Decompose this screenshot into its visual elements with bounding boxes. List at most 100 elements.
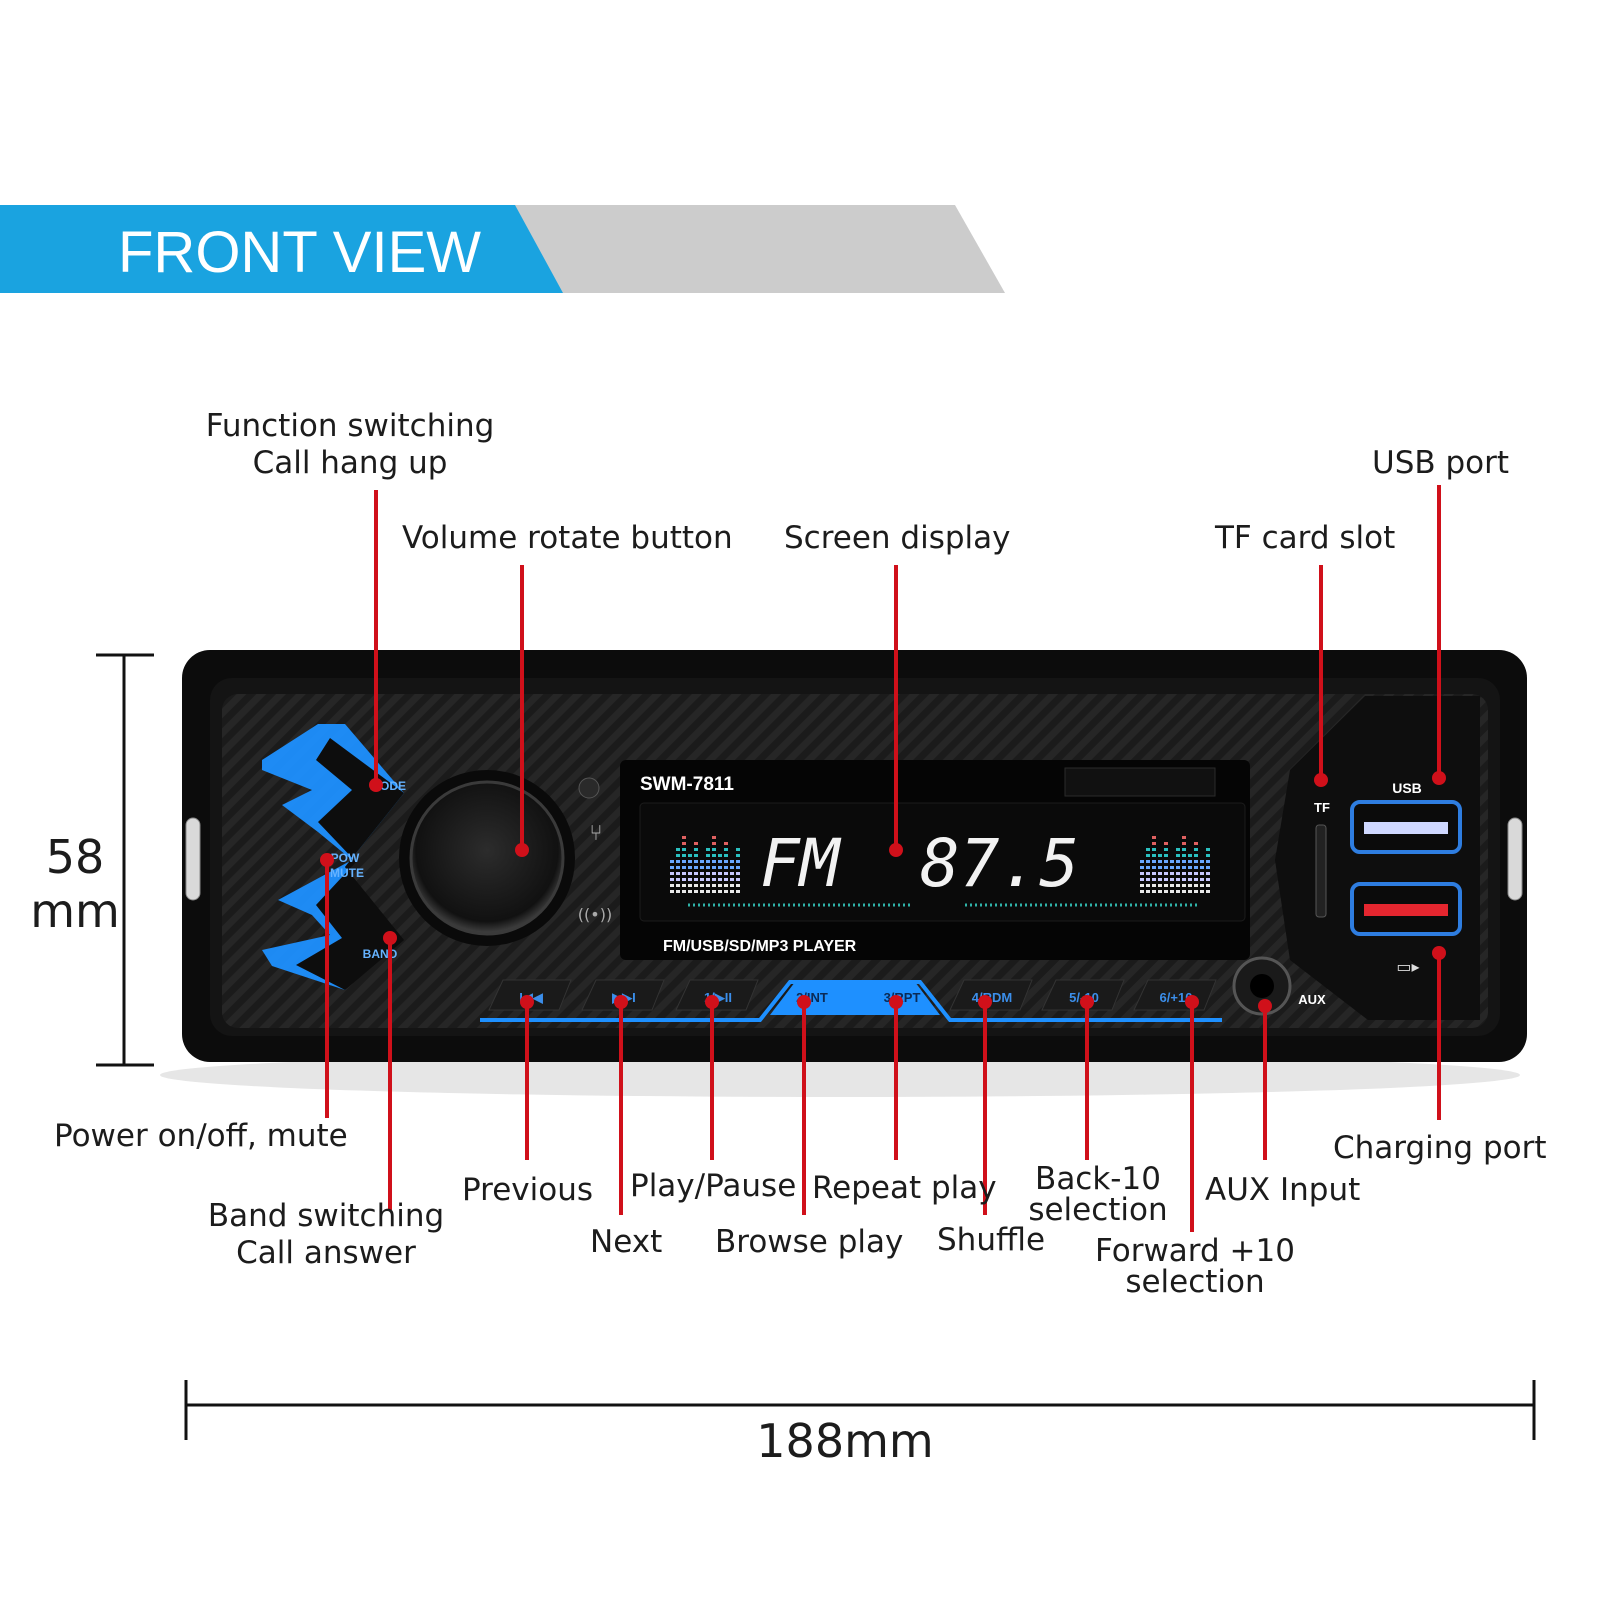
- eq-segment: [736, 878, 740, 881]
- eq-segment: [724, 872, 728, 875]
- eq-segment: [670, 878, 674, 881]
- eq-segment: [676, 878, 680, 881]
- eq-segment: [1158, 890, 1162, 893]
- callout-dot-previous: [520, 995, 534, 1009]
- eq-segment: [1176, 860, 1180, 863]
- eq-segment: [724, 854, 728, 857]
- eq-segment: [1164, 842, 1168, 845]
- eq-segment: [736, 890, 740, 893]
- eq-segment: [1194, 848, 1198, 851]
- pow-label[interactable]: POW: [331, 851, 360, 865]
- eq-segment: [682, 878, 686, 881]
- eq-segment: [1194, 860, 1198, 863]
- eq-segment: [676, 884, 680, 887]
- banner-title: FRONT VIEW: [118, 220, 481, 285]
- player-subtitle: FM/USB/SD/MP3 PLAYER: [663, 938, 857, 955]
- eq-segment: [706, 860, 710, 863]
- eq-segment: [676, 866, 680, 869]
- eq-segment: [700, 860, 704, 863]
- eq-segment: [682, 848, 686, 851]
- rdm-button-shape[interactable]: [949, 979, 1033, 1011]
- eq-segment: [1164, 860, 1168, 863]
- eq-segment: [694, 866, 698, 869]
- eq-segment: [1182, 854, 1186, 857]
- eq-segment: [712, 842, 716, 845]
- prev-button-shape[interactable]: [488, 979, 572, 1011]
- eq-segment: [706, 884, 710, 887]
- eq-segment: [730, 866, 734, 869]
- charging-port-tongue: [1364, 904, 1448, 916]
- eq-segment: [688, 878, 692, 881]
- eq-segment: [1164, 848, 1168, 851]
- label-band-line1: Band switching: [207, 1198, 445, 1234]
- eq-segment: [718, 878, 722, 881]
- eq-segment: [1194, 872, 1198, 875]
- label-repeat: Repeat play: [812, 1170, 997, 1206]
- eq-segment: [670, 860, 674, 863]
- eq-segment: [682, 860, 686, 863]
- eq-segment: [1140, 890, 1144, 893]
- eq-segment: [1152, 848, 1156, 851]
- eq-segment: [1164, 854, 1168, 857]
- banner-blue-bar: [0, 205, 563, 293]
- eq-segment: [1152, 842, 1156, 845]
- eq-segment: [712, 884, 716, 887]
- eq-segment: [1188, 866, 1192, 869]
- eq-segment: [1152, 890, 1156, 893]
- play-pause-button-shape[interactable]: [675, 979, 759, 1011]
- eq-segment: [1152, 884, 1156, 887]
- eq-segment: [730, 860, 734, 863]
- label-forward10: Forward +10 selection: [1085, 1236, 1305, 1298]
- tf-slot[interactable]: [1315, 824, 1327, 918]
- eq-segment: [694, 890, 698, 893]
- eq-segment: [718, 866, 722, 869]
- callout-dot-volume: [515, 843, 529, 857]
- eq-segment: [688, 890, 692, 893]
- mute-label[interactable]: MUTE: [330, 866, 364, 880]
- eq-segment: [676, 872, 680, 875]
- eq-segment: [700, 866, 704, 869]
- next-button-shape[interactable]: [581, 979, 665, 1011]
- volume-knob[interactable]: [409, 780, 565, 936]
- eq-segment: [694, 842, 698, 845]
- eq-segment: [688, 872, 692, 875]
- eq-segment: [1140, 872, 1144, 875]
- eq-segment: [1170, 866, 1174, 869]
- callout-dot-function-switching: [369, 778, 383, 792]
- fwd10-button[interactable]: 6/+10: [1160, 990, 1193, 1005]
- eq-segment: [1146, 848, 1150, 851]
- usb-port-tongue: [1364, 822, 1448, 834]
- eq-segment: [1200, 866, 1204, 869]
- eq-segment: [712, 836, 716, 839]
- label-function-switching: Function switching Call hang up: [190, 408, 510, 481]
- eq-segment: [724, 884, 728, 887]
- display-band: FM: [760, 825, 842, 902]
- battery-icon: ▭▸: [1396, 957, 1419, 976]
- eq-segment: [718, 860, 722, 863]
- eq-segment: [682, 854, 686, 857]
- label-shuffle: Shuffle: [937, 1222, 1046, 1258]
- eq-segment: [1182, 842, 1186, 845]
- eq-segment: [694, 848, 698, 851]
- eq-segment: [1170, 878, 1174, 881]
- eq-segment: [706, 878, 710, 881]
- eq-segment: [1164, 878, 1168, 881]
- eq-segment: [700, 890, 704, 893]
- label-previous: Previous: [462, 1172, 594, 1208]
- eq-segment: [1182, 848, 1186, 851]
- eq-segment: [676, 854, 680, 857]
- eq-segment: [1176, 872, 1180, 875]
- eq-segment: [1146, 884, 1150, 887]
- eq-segment: [1140, 866, 1144, 869]
- eq-segment: [1146, 890, 1150, 893]
- callout-dot-screen: [889, 843, 903, 857]
- eq-segment: [1194, 842, 1198, 845]
- callout-dot-repeat: [889, 995, 903, 1009]
- label-next: Next: [590, 1224, 663, 1260]
- eq-segment: [712, 878, 716, 881]
- usb-label: USB: [1392, 780, 1422, 796]
- device-shadow: [160, 1053, 1520, 1097]
- usb-symbol-icon: ⑂: [589, 821, 602, 846]
